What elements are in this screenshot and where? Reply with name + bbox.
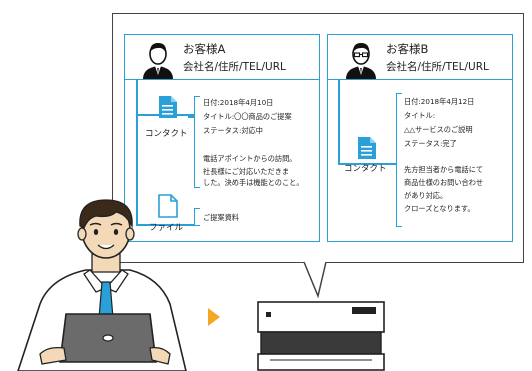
arrow-right-icon [208, 308, 220, 326]
customer-b-contact-label: コンタクト [344, 164, 387, 174]
customer-a-name: お客様A [183, 42, 226, 56]
customer-b-contact-bracket [396, 93, 402, 227]
customer-b-contact-line-7: 商品仕様のお問い合わせ [404, 178, 484, 187]
customer-b-contact-line-9: クローズとなります。 [404, 204, 475, 213]
businessman-with-laptop-illustration [17, 199, 187, 371]
customer-a-contact-line-3: ステータス:対応中 [203, 126, 263, 135]
customer-b-name: お客様B [386, 42, 429, 56]
customer-a-header: お客様A 会社名/住所/TEL/URL [125, 35, 319, 80]
customer-b-info: 会社名/住所/TEL/URL [386, 61, 489, 73]
customer-b-contact-line-1: 日付:2018年4月12日 [404, 97, 475, 106]
customer-b-contact-line-3: △△サービスのご説明 [404, 125, 473, 134]
customer-b-contact-line-2: タイトル: [404, 111, 436, 120]
customer-a-tree-line [136, 79, 138, 225]
customer-a-file-branch [136, 224, 194, 226]
file-icon [158, 194, 178, 218]
customer-a-contact-line-2: タイトル:〇〇商品のご提案 [203, 112, 292, 121]
server-device-illustration [257, 301, 385, 371]
customer-a-contact-label: コンタクト [145, 129, 188, 139]
customer-a-contact-line-5: 電話アポイントからの訪問。 [203, 154, 297, 163]
customer-b-contact-line-6: 先方担当者から電話にて [404, 165, 484, 174]
customer-a-file-bracket [194, 208, 200, 226]
businessman-icon [143, 43, 173, 79]
customer-b-header: お客様B 会社名/住所/TEL/URL [328, 35, 512, 80]
customer-a-contact-line-7: した。決め手は機能とのこと。 [203, 178, 304, 187]
document-icon [159, 96, 177, 118]
customer-b-contact-line-8: があり対応。 [404, 191, 448, 200]
customer-a-file-label: ファイル [149, 223, 184, 233]
customer-a-contact-line-1: 日付:2018年4月10日 [203, 98, 274, 107]
customer-b-contact-branch [338, 163, 396, 165]
customer-a-contact-bracket [194, 96, 200, 188]
customer-a-contact-connector [188, 116, 194, 118]
customer-a-contact-line-6: 社長様にご対応いただきま [203, 167, 290, 176]
businessman-glasses-icon [346, 43, 376, 79]
document-icon [358, 137, 376, 159]
customer-a-info: 会社名/住所/TEL/URL [183, 61, 286, 73]
customer-a-card: お客様A 会社名/住所/TEL/URL [124, 34, 320, 242]
customer-b-tree-line [338, 79, 340, 164]
customer-a-file-text: ご提案資料 [203, 213, 239, 222]
customer-b-contact-line-4: ステータス:完了 [404, 139, 457, 148]
